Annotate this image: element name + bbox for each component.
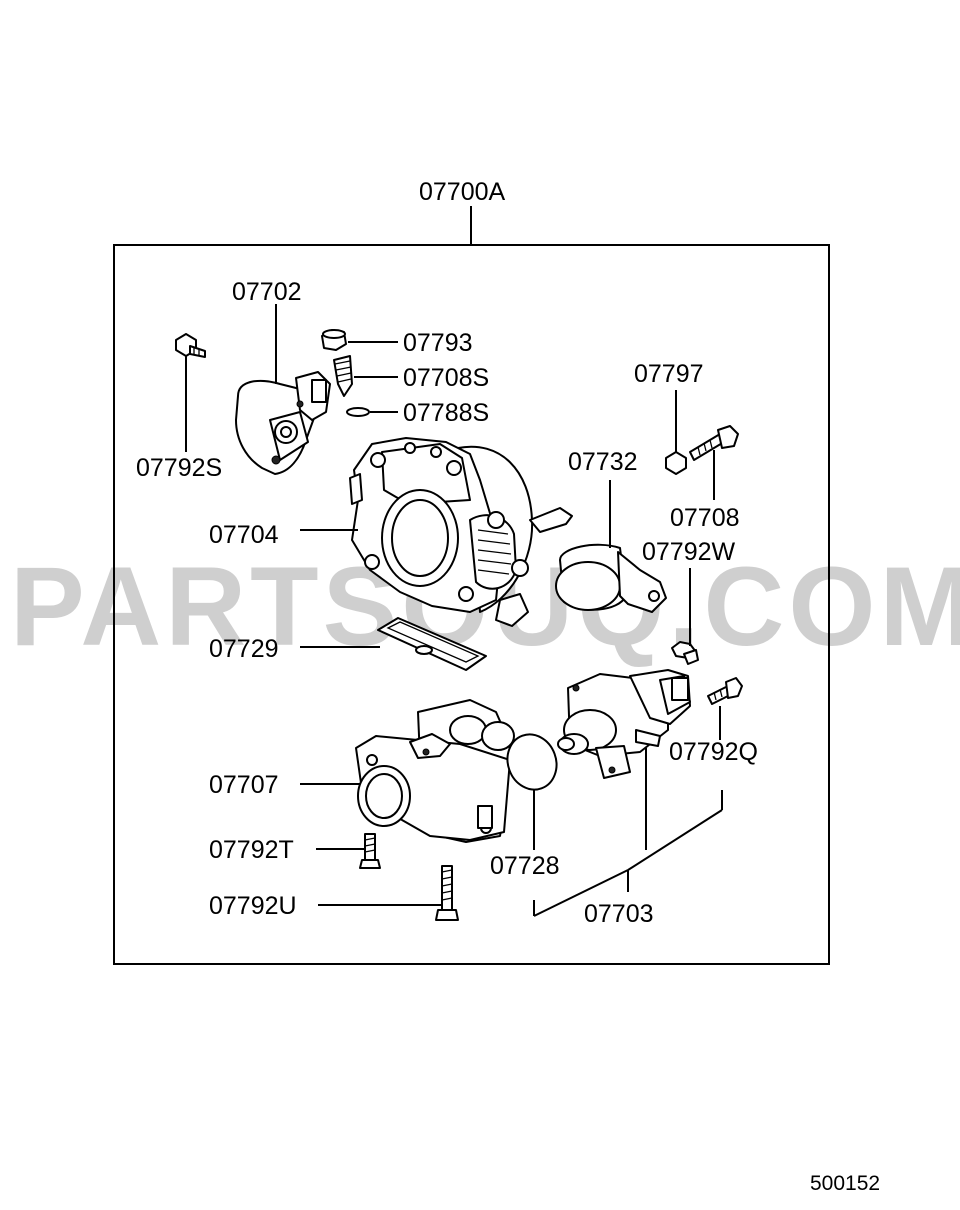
label-07792S[interactable]: 07792S <box>136 454 222 482</box>
throttle-body-drawing <box>349 437 573 627</box>
label-07702[interactable]: 07702 <box>232 278 302 306</box>
diagram-code: 500152 <box>810 1172 880 1195</box>
screw-07792q-drawing <box>707 677 743 705</box>
label-07797[interactable]: 07797 <box>634 360 704 388</box>
label-07788S[interactable]: 07788S <box>403 399 489 427</box>
label-07792W[interactable]: 07792W <box>642 538 736 566</box>
bolt-07708-drawing <box>689 425 739 461</box>
label-07700A[interactable]: 07700A <box>419 178 506 206</box>
label-07703[interactable]: 07703 <box>584 900 654 928</box>
nut-07797-drawing <box>665 451 687 475</box>
gasket-07729-drawing <box>377 617 487 671</box>
o-ring-07788s-drawing <box>346 407 370 417</box>
screw-07792s-drawing <box>175 333 206 358</box>
plug-07793-drawing <box>321 329 347 351</box>
throttle-position-sensor-drawing <box>235 371 331 475</box>
screw-07792u-drawing <box>435 865 459 921</box>
isc-motor-07703-drawing <box>557 669 691 779</box>
label-07792Q[interactable]: 07792Q <box>669 738 758 766</box>
label-07708S[interactable]: 07708S <box>403 364 489 392</box>
dashpot-07732-drawing <box>555 543 667 613</box>
label-07793[interactable]: 07793 <box>403 329 473 357</box>
label-07792U[interactable]: 07792U <box>209 892 297 920</box>
label-07704[interactable]: 07704 <box>209 521 279 549</box>
adjusting-screw-07708s-drawing <box>333 355 353 397</box>
label-07792T[interactable]: 07792T <box>209 836 294 864</box>
label-07732[interactable]: 07732 <box>568 448 638 476</box>
label-07728[interactable]: 07728 <box>490 852 560 880</box>
label-07707[interactable]: 07707 <box>209 771 279 799</box>
label-07729[interactable]: 07729 <box>209 635 279 663</box>
lower-body-07707-drawing <box>355 699 515 843</box>
label-07708[interactable]: 07708 <box>670 504 740 532</box>
o-ring-07728-drawing <box>506 733 558 791</box>
screw-07792t-drawing <box>359 833 381 869</box>
